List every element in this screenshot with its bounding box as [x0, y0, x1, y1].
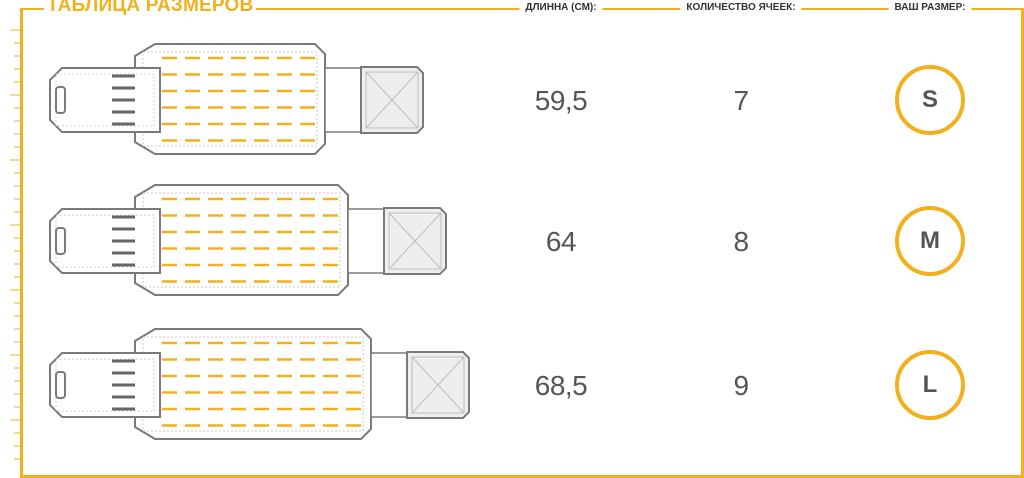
belt-illustration-icon: [49, 328, 470, 440]
frame-left-line: [20, 8, 23, 478]
length-value: 68,5: [534, 370, 588, 401]
length-value: 64: [545, 226, 577, 257]
size-badge-l: L: [895, 350, 965, 420]
size-row-l: 68,5 9 L: [0, 315, 1024, 455]
frame-right-line: [1021, 8, 1024, 478]
size-row-m: 64 8 M: [0, 171, 1024, 311]
size-badge-m: M: [895, 206, 965, 276]
size-row-s: 59,5 7 S: [0, 30, 1024, 170]
column-header-size: ВАШ РАЗМЕР:: [888, 1, 972, 15]
frame-bottom-line: [20, 475, 1024, 478]
cells-value: 7: [733, 85, 749, 116]
cells-value: 9: [733, 370, 749, 401]
belt-illustration-icon: [49, 43, 424, 155]
cells-value: 8: [733, 226, 749, 257]
belt-illustration-icon: [49, 184, 447, 296]
page-title: ТАБЛИЦА РАЗМЕРОВ: [44, 0, 257, 17]
size-letter: M: [920, 227, 940, 254]
ruler-ticks: [10, 29, 20, 460]
size-badge-s: S: [895, 65, 965, 135]
column-header-cells: КОЛИЧЕСТВО ЯЧЕЕК:: [680, 1, 802, 15]
size-letter: L: [922, 371, 938, 398]
length-value: 59,5: [534, 85, 588, 116]
column-header-length: ДЛИННА (СМ):: [519, 1, 603, 15]
size-letter: S: [921, 86, 938, 113]
